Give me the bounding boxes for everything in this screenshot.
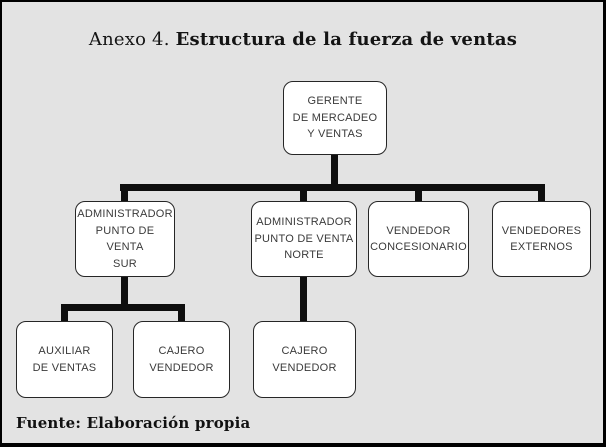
- org-node-administrador-punto-venta-sur: ADMINISTRADOR PUNTO DE VENTA SUR: [75, 201, 175, 277]
- connector-stub-admin-norte: [300, 184, 307, 206]
- connector-admin-sur-drop: [121, 276, 128, 311]
- connector-sur-subtree-bar: [61, 304, 185, 311]
- connector-level1-bar: [120, 184, 545, 191]
- org-node-auxiliar-de-ventas: AUXILIAR DE VENTAS: [16, 321, 113, 398]
- connector-stub-auxiliar: [61, 304, 68, 324]
- figure-title-prefix: Anexo 4.: [88, 29, 176, 50]
- org-node-vendedores-externos: VENDEDORES EXTERNOS: [492, 201, 591, 277]
- org-node-vendedor-concesionario: VENDEDOR CONCESIONARIO: [368, 201, 469, 277]
- source-note: Fuente: Elaboración propia: [16, 414, 251, 432]
- connector-stub-externos: [538, 184, 545, 206]
- figure-title: Anexo 4. Estructura de la fuerza de vent…: [0, 29, 606, 50]
- org-node-cajero-vendedor-sur: CAJERO VENDEDOR: [133, 321, 230, 398]
- org-node-cajero-vendedor-norte: CAJERO VENDEDOR: [253, 321, 356, 398]
- connector-stub-concesionario: [415, 184, 422, 206]
- connector-admin-norte-drop: [300, 276, 307, 324]
- org-node-administrador-punto-venta-norte: ADMINISTRADOR PUNTO DE VENTA NORTE: [251, 201, 357, 277]
- connector-stub-admin-sur: [121, 184, 128, 206]
- connector-stub-cajero-sur: [178, 304, 185, 324]
- org-node-gerente-mercadeo-ventas: GERENTE DE MERCADEO Y VENTAS: [283, 81, 387, 155]
- figure-title-main: Estructura de la fuerza de ventas: [175, 29, 518, 50]
- connector-gerente-drop: [331, 154, 338, 191]
